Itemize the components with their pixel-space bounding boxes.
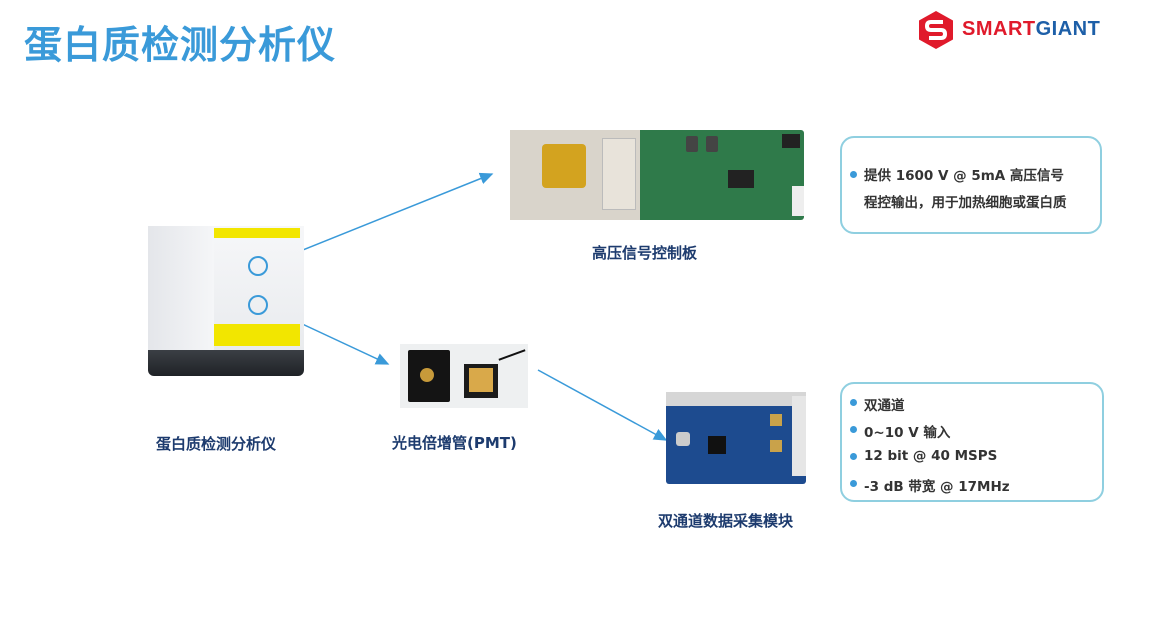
bullet-dot bbox=[850, 453, 857, 460]
hv-info-line-2: 程控输出，用于加热细胞或蛋白质 bbox=[864, 195, 1067, 211]
pmt-image bbox=[400, 344, 528, 408]
hv-board-image bbox=[510, 130, 804, 220]
arrow-to-hv-board bbox=[267, 172, 494, 265]
hv-info-box: 提供 1600 V @ 5mA 高压信号 程控输出，用于加热细胞或蛋白质 bbox=[840, 136, 1102, 234]
bullet-dot bbox=[850, 480, 857, 487]
logo-text-giant: GIANT bbox=[1035, 18, 1101, 40]
daq-info-box: 双通道 0~10 V 输入 12 bit @ 40 MSPS -3 dB 带宽 … bbox=[840, 382, 1104, 502]
logo-text-smart: SMART bbox=[962, 18, 1036, 40]
analyzer-device-image bbox=[148, 226, 304, 376]
logo-mark-icon bbox=[919, 11, 953, 49]
daq-info-item-2: 0~10 V 输入 bbox=[864, 425, 951, 441]
daq-info-item-4: -3 dB 带宽 @ 17MHz bbox=[864, 479, 1010, 495]
pmt-caption: 光电倍增管(PMT) bbox=[392, 434, 517, 452]
bullet-dot bbox=[850, 399, 857, 406]
smartgiant-logo: SMARTGIANT bbox=[916, 10, 1126, 50]
daq-module-image bbox=[666, 392, 806, 484]
daq-info-item-1: 双通道 bbox=[864, 398, 905, 414]
daq-info-item-3: 12 bit @ 40 MSPS bbox=[864, 448, 998, 464]
daq-caption: 双通道数据采集模块 bbox=[658, 512, 794, 530]
hv-board-caption: 高压信号控制板 bbox=[592, 244, 698, 262]
bullet-dot bbox=[850, 171, 857, 178]
analyzer-caption: 蛋白质检测分析仪 bbox=[156, 435, 277, 453]
hv-info-line-1: 提供 1600 V @ 5mA 高压信号 bbox=[864, 168, 1064, 184]
bullet-dot bbox=[850, 426, 857, 433]
arrow-to-daq bbox=[537, 369, 668, 441]
page-title: 蛋白质检测分析仪 bbox=[24, 23, 337, 67]
